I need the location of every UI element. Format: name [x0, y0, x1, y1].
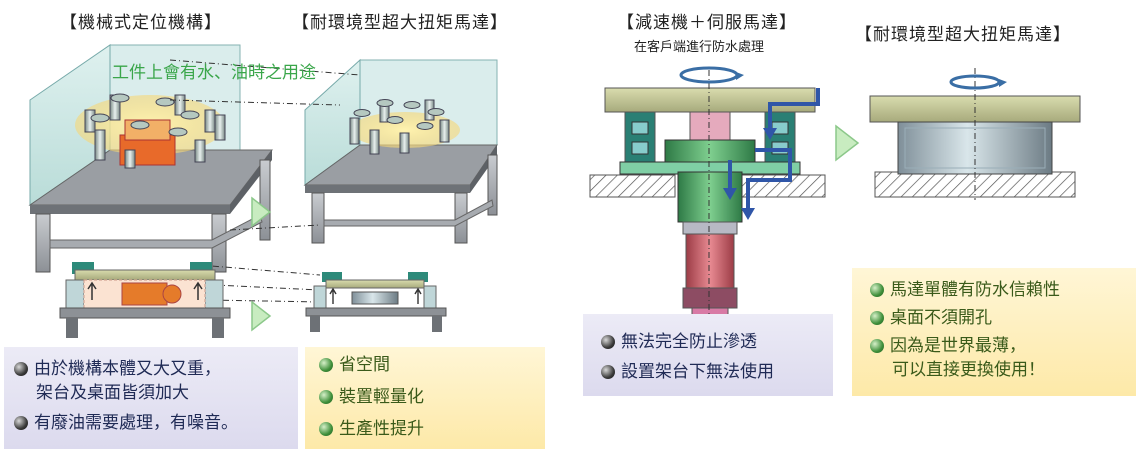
bullet-icon [319, 422, 333, 436]
torque-pros-box-1: 省空間 裝置輕量化 生產性提升 [305, 347, 545, 449]
green-arrows [251, 124, 860, 332]
connector-lines [169, 59, 361, 303]
bullet-icon [319, 358, 333, 372]
mech-title: 【機械式定位機構】 [60, 13, 222, 33]
mech-cross-section [59, 262, 231, 338]
torque-cross-section [305, 272, 447, 332]
bullet-icon [319, 390, 333, 404]
torque-table-illustration [303, 58, 498, 244]
mech-cons-item: 有廢油需要處理，有噪音。 [14, 411, 298, 435]
reducer-cons-box: 無法完全防止滲透 設置架台下無法使用 [583, 314, 833, 396]
bullet-icon [14, 362, 28, 376]
mech-table-illustration [28, 44, 274, 273]
reducer-illustration [589, 66, 826, 330]
bullet-icon [601, 365, 615, 379]
mech-cons-item: 架台及桌面皆須加大 [36, 383, 189, 403]
torque-title-2: 【耐環境型超大扭矩馬達】 [855, 25, 1071, 45]
bullet-icon [870, 283, 884, 297]
reducer-cons-item: 設置架台下無法使用 [601, 360, 833, 384]
torque-pros-item: 可以直接更換使用！ [892, 360, 1045, 380]
torque-pros-box-2: 馬達單體有防水信賴性 桌面不須開孔 因為是世界最薄， 可以直接更換使用！ [852, 268, 1136, 396]
torque-pros-item: 馬達單體有防水信賴性 [870, 278, 1136, 302]
mech-cons-box: 由於機構本體又大又重， 架台及桌面皆須加大 有廢油需要處理，有噪音。 [4, 347, 298, 449]
thin-motor-illustration [869, 68, 1081, 200]
torque-pros-item: 因為是世界最薄， [870, 334, 1136, 358]
bullet-icon [870, 339, 884, 353]
reducer-title: 【減速機＋伺服馬達】 [617, 13, 797, 33]
reducer-cons-item: 無法完全防止滲透 [601, 330, 833, 354]
torque-pros-item: 生產性提升 [319, 417, 545, 441]
usage-note: 工件上會有水、油時之用途 [112, 63, 316, 83]
torque-pros-item: 桌面不須開孔 [870, 306, 1136, 330]
bullet-icon [870, 311, 884, 325]
bullet-icon [14, 416, 28, 430]
bullet-icon [601, 335, 615, 349]
torque-pros-item: 裝置輕量化 [319, 385, 545, 409]
reducer-subtitle: 在客戶端進行防水處理 [634, 40, 765, 55]
torque-title-1: 【耐環境型超大扭矩馬達】 [292, 13, 508, 33]
torque-pros-item: 省空間 [319, 353, 545, 377]
mech-cons-item: 由於機構本體又大又重， [14, 357, 298, 381]
